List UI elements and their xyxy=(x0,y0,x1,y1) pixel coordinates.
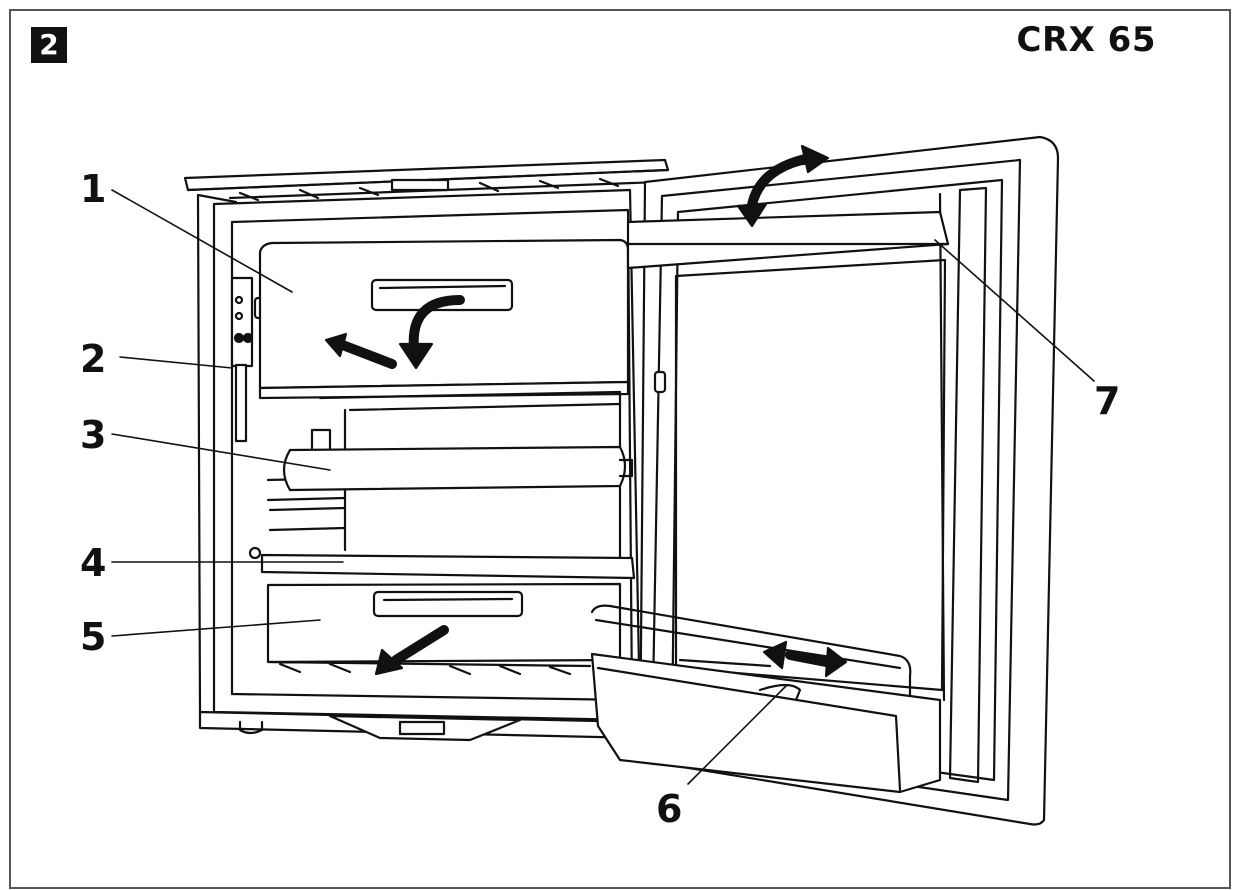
callout-4: 4 xyxy=(80,541,107,585)
shelf xyxy=(282,445,634,492)
door-bottle-bin xyxy=(590,604,942,794)
vegetable-drawer xyxy=(266,582,622,676)
callout-3: 3 xyxy=(80,413,107,457)
callout-5: 5 xyxy=(80,615,107,659)
callout-7: 7 xyxy=(1094,379,1121,423)
model-name: CRX 65 xyxy=(1016,20,1156,60)
leader-lines xyxy=(111,189,1095,785)
door xyxy=(638,135,1060,826)
callout-6: 6 xyxy=(656,787,683,831)
callout-2: 2 xyxy=(80,337,107,381)
figure-number-badge: 2 xyxy=(31,27,67,63)
callout-1: 1 xyxy=(80,167,107,211)
door-top-shelf xyxy=(626,144,950,270)
glass-shelf xyxy=(248,546,636,580)
freezer-compartment xyxy=(258,238,630,400)
